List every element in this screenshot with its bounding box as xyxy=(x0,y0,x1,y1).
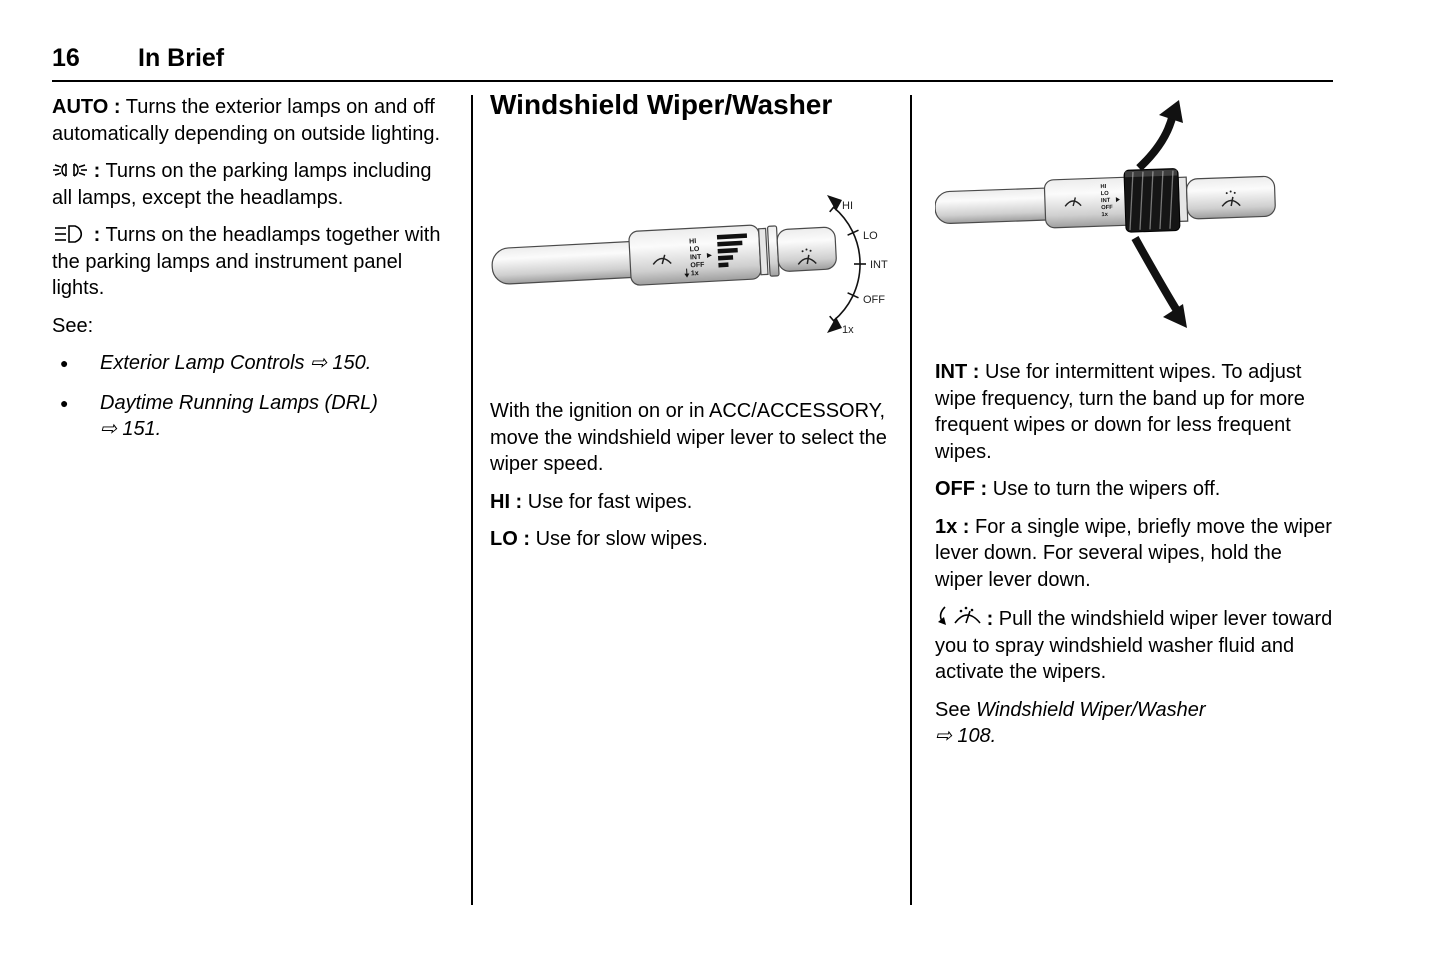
hi-label: HI : xyxy=(490,490,523,513)
auto-label: AUTO : xyxy=(52,96,121,118)
see-page-ref: ⇨ 108. xyxy=(935,725,997,747)
parking-lamps-icon xyxy=(53,163,87,177)
reference-daytime-running-lamps: Daytime Running Lamps (DRL)⇨ 151. xyxy=(100,391,378,441)
band-label-off: OFF xyxy=(1101,205,1113,211)
wiper-lever-illustration: HI LO INT OFF 1x xyxy=(491,195,888,336)
arc-arrow-up-icon xyxy=(827,195,842,211)
section-title: In Brief xyxy=(138,44,225,72)
right-column: HI LO INT OFF 1x xyxy=(935,98,1333,761)
hi-text: Use for fast wipes. xyxy=(527,490,693,513)
band-label-off: OFF xyxy=(690,262,705,270)
reference-page: ⇨ 151. xyxy=(100,418,162,440)
arc-arrow-down-icon xyxy=(827,317,842,333)
int-text: Use for intermittent wipes. To adjust wi… xyxy=(935,361,1305,463)
hi-paragraph: HI : Use for fast wipes. xyxy=(490,489,892,516)
parking-lamps-paragraph: : Turns on the parking lamps including a… xyxy=(52,158,450,211)
grip-band xyxy=(1123,168,1181,233)
arc-label-int: INT xyxy=(870,259,888,271)
band-label-int: INT xyxy=(1101,198,1111,204)
left-column: AUTO : Turns the exterior lamps on and o… xyxy=(52,94,450,456)
reference-item: ● Exterior Lamp Controls ⇨ 150. xyxy=(52,350,450,377)
auto-text: Turns the exterior lamps on and off auto… xyxy=(52,96,441,145)
lo-text: Use for slow wipes. xyxy=(535,528,708,550)
reference-page: ⇨ 150. xyxy=(310,352,372,374)
band-label-lo: LO xyxy=(689,246,700,254)
wiper-icon xyxy=(1064,197,1082,207)
headlamps-icon xyxy=(55,225,83,243)
headlamps-paragraph: : Turns on the headlamps together with t… xyxy=(52,222,450,302)
band-pointer-icon xyxy=(1115,197,1120,203)
parking-text: Turns on the parking lamps including all… xyxy=(52,160,432,209)
rotate-down-arrowhead-icon xyxy=(1163,304,1187,328)
reference-exterior-lamp-controls: Exterior Lamp Controls ⇨ 150. xyxy=(100,352,372,374)
washer-paragraph: : Pull the windshield wiper lever toward… xyxy=(935,604,1333,686)
headlamps-text: Turns on the headlamps together with the… xyxy=(52,224,441,299)
arc-label-hi: HI xyxy=(842,200,853,212)
band-pointer-icon xyxy=(706,253,712,259)
washer-icon xyxy=(1221,190,1241,207)
arc-label-lo: LO xyxy=(863,230,878,242)
once-label: 1x : xyxy=(935,515,970,538)
parking-colon: : xyxy=(93,160,101,182)
band-label-1x: 1x xyxy=(691,270,699,277)
int-label: INT : xyxy=(935,361,980,383)
arc-label-off: OFF xyxy=(863,294,885,306)
lo-label: LO : xyxy=(490,528,530,550)
wiper-lever-rotate-illustration: HI LO INT OFF 1x xyxy=(935,100,1276,328)
page-number: 16 xyxy=(52,44,80,72)
off-label: OFF : xyxy=(935,478,988,500)
band-label-1x: 1x xyxy=(1101,212,1108,218)
off-paragraph: OFF : Use to turn the wipers off. xyxy=(935,476,1333,503)
wiper-icon xyxy=(652,254,672,265)
auto-paragraph: AUTO : Turns the exterior lamps on and o… xyxy=(52,94,450,147)
band-label-hi: HI xyxy=(1100,184,1106,190)
see-label: See: xyxy=(52,314,94,337)
column-divider-left xyxy=(471,95,473,905)
band-label-hi: HI xyxy=(689,238,696,245)
int-paragraph: INT : Use for intermittent wipes. To adj… xyxy=(935,359,1333,465)
headlamps-colon: : xyxy=(93,224,101,246)
washer-text: Pull the windshield wiper lever toward y… xyxy=(935,608,1333,683)
washer-fluid-icon xyxy=(938,606,981,625)
washer-icon xyxy=(797,248,817,265)
once-paragraph: 1x : For a single wipe, briefly move the… xyxy=(935,514,1333,594)
header-rule xyxy=(52,80,1333,82)
bullet-icon: ● xyxy=(60,394,69,411)
band-label-int: INT xyxy=(690,254,702,262)
column-divider-right xyxy=(910,95,912,905)
see-prefix: See xyxy=(935,698,971,721)
band-label-lo: LO xyxy=(1101,191,1110,197)
rotate-up-arrow xyxy=(1136,113,1177,171)
rotate-up-arrowhead-icon xyxy=(1159,100,1183,123)
once-text: For a single wipe, briefly move the wipe… xyxy=(935,515,1332,591)
rotate-down-arrow xyxy=(1131,236,1183,317)
arc-label-1x: 1x xyxy=(842,324,854,336)
lo-paragraph: LO : Use for slow wipes. xyxy=(490,526,892,553)
position-arc xyxy=(829,202,866,326)
middle-column: Windshield Wiper/Washer HI LO xyxy=(490,88,892,564)
page-title: Windshield Wiper/Washer xyxy=(490,89,833,120)
washer-colon: : xyxy=(986,608,994,630)
reference-item: ● Daytime Running Lamps (DRL)⇨ 151. xyxy=(52,390,450,443)
intro-paragraph: With the ignition on or in ACC/ACCESSORY… xyxy=(490,400,887,475)
off-text: Use to turn the wipers off. xyxy=(992,478,1221,500)
see-reference-paragraph: See Windshield Wiper/Washer ⇨ 108. xyxy=(935,697,1333,750)
bullet-icon: ● xyxy=(60,355,69,371)
see-link: Windshield Wiper/Washer xyxy=(976,698,1206,721)
